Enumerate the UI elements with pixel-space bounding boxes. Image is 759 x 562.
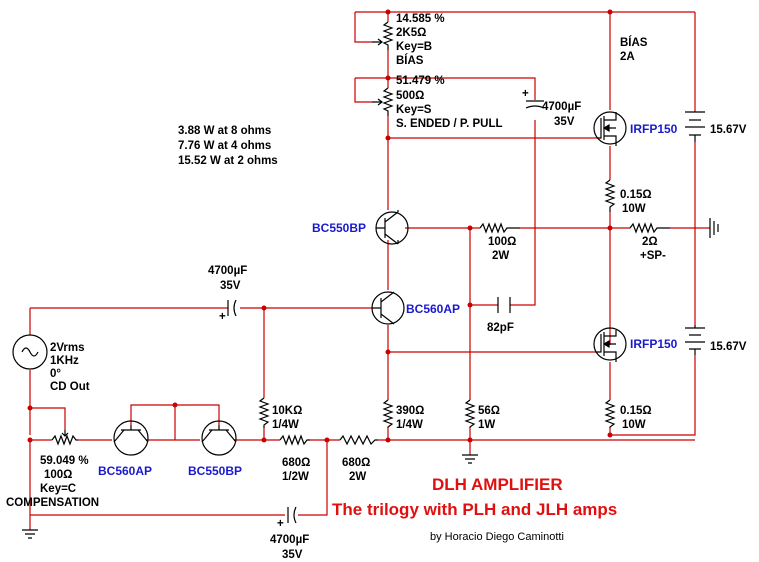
load-value: 2Ω <box>642 236 658 248</box>
comp-pot-name: COMPENSATION <box>6 497 99 509</box>
battery-bottom <box>685 325 705 355</box>
mode-pot-percent: 51.479 % <box>396 75 445 87</box>
battery-bottom-label: 15.67V <box>710 341 747 353</box>
ground-56 <box>462 454 478 464</box>
battery-top-label: 15.67V <box>710 124 747 136</box>
bias-pot-percent: 14.585 % <box>396 13 445 25</box>
resistor-015-top <box>604 179 616 212</box>
mosfet-bottom <box>593 327 627 362</box>
resistor-680a <box>279 434 310 446</box>
mosfet-bottom-label: IRFP150 <box>630 337 678 351</box>
resistor-56 <box>464 399 476 428</box>
mode-potentiometer[interactable] <box>372 87 394 116</box>
mode-pot-name: S. ENDED / P. PULL <box>396 118 503 130</box>
q2-label: BC560AP <box>406 302 460 316</box>
load-resistor <box>629 222 670 234</box>
title-line-1: DLH AMPLIFIER <box>432 475 563 494</box>
r680b-value: 680Ω <box>342 457 370 469</box>
cap-input-voltage: 35V <box>220 280 241 292</box>
cap-top: + <box>522 88 545 109</box>
transistor-q4 <box>201 420 237 456</box>
resistor-390 <box>382 399 394 428</box>
bias-pot-key: Key=B <box>396 41 432 53</box>
mode-pot-value: 500Ω <box>396 90 424 102</box>
bias-pot-name: BÍAS <box>396 54 424 67</box>
ac-source <box>12 334 48 370</box>
mosfet-top-label: IRFP150 <box>630 122 678 136</box>
power-spec-4: 7.76 W at 4 ohms <box>178 140 271 152</box>
bias-potentiometer[interactable] <box>372 21 394 50</box>
r390-value: 390Ω <box>396 405 424 417</box>
resistor-10k <box>258 397 270 428</box>
q4-label: BC550BP <box>188 464 242 478</box>
ground-right <box>709 218 719 238</box>
r10k-power: 1/4W <box>272 419 299 431</box>
resistor-100 <box>479 222 520 234</box>
q1-label: BC550BP <box>312 221 366 235</box>
source-line-4: CD Out <box>50 381 90 393</box>
bias-pot-value: 2K5Ω <box>396 27 426 39</box>
r56-value: 56Ω <box>478 405 500 417</box>
svg-text:+: + <box>522 88 529 100</box>
bias-source-name: BÍAS <box>620 36 648 49</box>
transistor-q2 <box>371 291 405 325</box>
resistor-680b <box>339 434 378 446</box>
cap-input: + <box>219 299 237 323</box>
r015-top-power: 10W <box>622 203 646 215</box>
wires <box>29 11 710 530</box>
cap-bottom-voltage: 35V <box>282 549 303 561</box>
cap-82pf-value: 82pF <box>487 322 514 334</box>
r015-bottom-value: 0.15Ω <box>620 405 652 417</box>
r680a-value: 680Ω <box>282 457 310 469</box>
source-line-2: 1KHz <box>50 355 79 367</box>
r680b-power: 2W <box>349 471 366 483</box>
svg-text:+: + <box>219 311 226 323</box>
r10k-value: 10KΩ <box>272 405 302 417</box>
r015-top-value: 0.15Ω <box>620 189 652 201</box>
transistor-q1 <box>375 210 409 245</box>
credit: by Horacio Diego Caminotti <box>430 531 564 543</box>
power-spec-2: 15.52 W at 2 ohms <box>178 155 278 167</box>
battery-top <box>685 111 705 142</box>
power-spec-8: 3.88 W at 8 ohms <box>178 125 271 137</box>
mosfet-top <box>593 111 627 146</box>
title-line-2: The trilogy with PLH and JLH amps <box>332 500 617 519</box>
r680a-power: 1/2W <box>282 471 309 483</box>
load-name: +SP- <box>640 250 666 262</box>
bias-source-value: 2A <box>620 51 635 63</box>
r100-value: 100Ω <box>488 236 516 248</box>
comp-pot-percent: 59.049 % <box>40 455 89 467</box>
comp-pot-key: Key=C <box>40 483 76 495</box>
r100-power: 2W <box>492 250 509 262</box>
cap-top-value: 4700µF <box>542 101 581 113</box>
cap-82pf <box>497 297 511 313</box>
junction-dots <box>27 9 613 443</box>
cap-bottom: + <box>277 506 297 530</box>
source-line-1: 2Vrms <box>50 342 85 354</box>
ground-left <box>22 529 38 539</box>
r56-power: 1W <box>478 419 495 431</box>
mode-pot-key: Key=S <box>396 104 432 116</box>
q3-label: BC560AP <box>98 464 152 478</box>
resistor-015-bottom <box>604 399 616 428</box>
cap-bottom-value: 4700µF <box>270 534 309 546</box>
comp-potentiometer[interactable] <box>51 430 78 446</box>
source-line-3: 0° <box>50 368 61 380</box>
comp-pot-value: 100Ω <box>44 469 72 481</box>
cap-input-value: 4700µF <box>208 265 247 277</box>
transistor-q3 <box>113 420 149 456</box>
r390-power: 1/4W <box>396 419 423 431</box>
svg-text:+: + <box>277 518 284 530</box>
r015-bottom-power: 10W <box>622 419 646 431</box>
cap-top-voltage: 35V <box>554 116 575 128</box>
